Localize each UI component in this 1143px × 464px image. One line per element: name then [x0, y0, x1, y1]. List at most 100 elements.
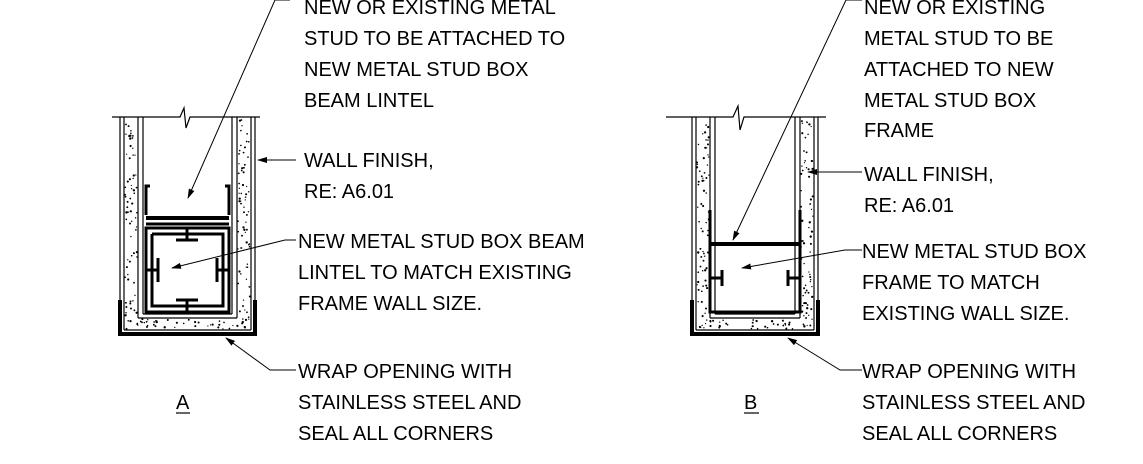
left-wall [691, 117, 716, 334]
stipple-dot [803, 150, 805, 152]
stipple-dot [187, 318, 190, 321]
stipple-dot [242, 151, 245, 154]
stipple-dot [194, 320, 197, 324]
stipple-dot [808, 175, 811, 178]
stipple-dot [808, 271, 810, 273]
svg-text:NEW OR EXISTING METAL: NEW OR EXISTING METAL [304, 0, 556, 19]
stipple-dot [237, 282, 240, 285]
stipple-dot [129, 319, 132, 323]
stipple-dot [755, 319, 758, 323]
stipple-dot [228, 327, 231, 330]
stipple-dot [124, 186, 127, 189]
stipple-dot [128, 157, 131, 160]
note-box-a: NEW METAL STUD BOX BEAM LINTEL TO MATCH … [298, 231, 585, 315]
stipple-dot [810, 125, 812, 128]
stipple-dot [247, 316, 250, 319]
stipple-dot [174, 326, 176, 329]
stipple-dot [247, 140, 250, 143]
stipple-dot [801, 239, 804, 242]
stipple-dot [244, 196, 247, 198]
stipple-dot [702, 177, 704, 179]
stipple-dot [697, 206, 699, 208]
stipple-dot [705, 284, 708, 287]
stipple-dot [697, 271, 699, 273]
stipple-dot [725, 322, 728, 325]
stipple-dot [145, 326, 148, 328]
stipple-dot [811, 195, 814, 198]
stipple-dot [772, 323, 775, 325]
stipple-dot [182, 322, 185, 325]
stipple-dot [805, 167, 808, 169]
break-line-icon [112, 105, 260, 129]
stipple-dot [808, 226, 810, 229]
stipple-dot [130, 254, 133, 257]
stipple-dot [696, 161, 698, 164]
stipple-dot [785, 327, 788, 329]
svg-text:ATTACHED TO NEW: ATTACHED TO NEW [864, 59, 1054, 81]
stipple-dot [701, 230, 704, 233]
stipple-dot [700, 203, 703, 205]
stipple-dot [132, 154, 134, 156]
stipple-dot [131, 137, 134, 139]
svg-text:STAINLESS STEEL AND: STAINLESS STEEL AND [298, 392, 521, 414]
stipple-dot [707, 125, 710, 129]
stipple-dot [246, 263, 249, 265]
stipple-dot [141, 321, 143, 324]
stipple-dot [124, 193, 127, 196]
right-wall [231, 117, 256, 334]
stipple-dot [245, 278, 248, 280]
stipple-dot [129, 144, 132, 148]
stipple-dot [781, 319, 784, 322]
stipple-dot [244, 199, 246, 201]
stipple-dot [130, 132, 132, 135]
stipple-dot [710, 321, 712, 323]
stipple-dot [719, 321, 721, 323]
stipple-dot [805, 289, 808, 292]
stipple-dot [128, 222, 132, 225]
stipple-dot [809, 278, 812, 281]
stipple-dot [241, 234, 243, 237]
stipple-dot [809, 273, 811, 276]
stipple-dot [244, 231, 247, 234]
stipple-dot [810, 308, 813, 311]
stipple-dot [807, 168, 810, 171]
note-stud-b: NEW OR EXISTING METAL STUD TO BE ATTACHE… [864, 0, 1054, 142]
stipple-dot [143, 321, 146, 324]
stipple-dot [703, 255, 706, 257]
stipple-dot [776, 323, 779, 326]
svg-text:METAL STUD BOX: METAL STUD BOX [864, 90, 1036, 112]
svg-text:RE: A6.01: RE: A6.01 [304, 181, 394, 203]
stipple-dot [175, 321, 178, 324]
stipple-dot [217, 326, 220, 329]
stipple-dot [244, 318, 248, 322]
stipple-dot [756, 327, 759, 330]
stipple-dot [247, 211, 250, 213]
stipple-dot [135, 226, 138, 228]
stipple-dot [241, 320, 244, 324]
stipple-dot [238, 182, 240, 185]
svg-text:LINTEL TO MATCH EXISTING: LINTEL TO MATCH EXISTING [298, 262, 572, 284]
stipple-dot [124, 276, 126, 279]
stipple-dot [240, 192, 243, 195]
stipple-dot [240, 169, 243, 172]
stipple-dot [809, 281, 811, 283]
stipple-dot [241, 183, 245, 187]
stipple-dot [702, 204, 705, 208]
stipple-dot [806, 121, 808, 123]
stipple-dot [726, 324, 729, 326]
stipple-dot [128, 178, 131, 181]
stipple-dot [702, 133, 704, 135]
stipple-dot [240, 129, 242, 132]
stipple-dot [805, 151, 808, 154]
stipple-dot [809, 235, 812, 238]
stipple-dot [127, 320, 129, 322]
stipple-dot [809, 324, 812, 327]
stipple-dot [700, 175, 703, 178]
stipple-dot [703, 131, 707, 134]
detail-b: NEW OR EXISTING METAL STUD TO BE ATTACHE… [666, 0, 1086, 445]
stipple-dot [706, 143, 710, 146]
stipple-dot [704, 269, 707, 272]
stipple-dot [240, 202, 242, 205]
svg-text:FRAME: FRAME [864, 120, 934, 142]
stipple-dot [801, 165, 803, 167]
